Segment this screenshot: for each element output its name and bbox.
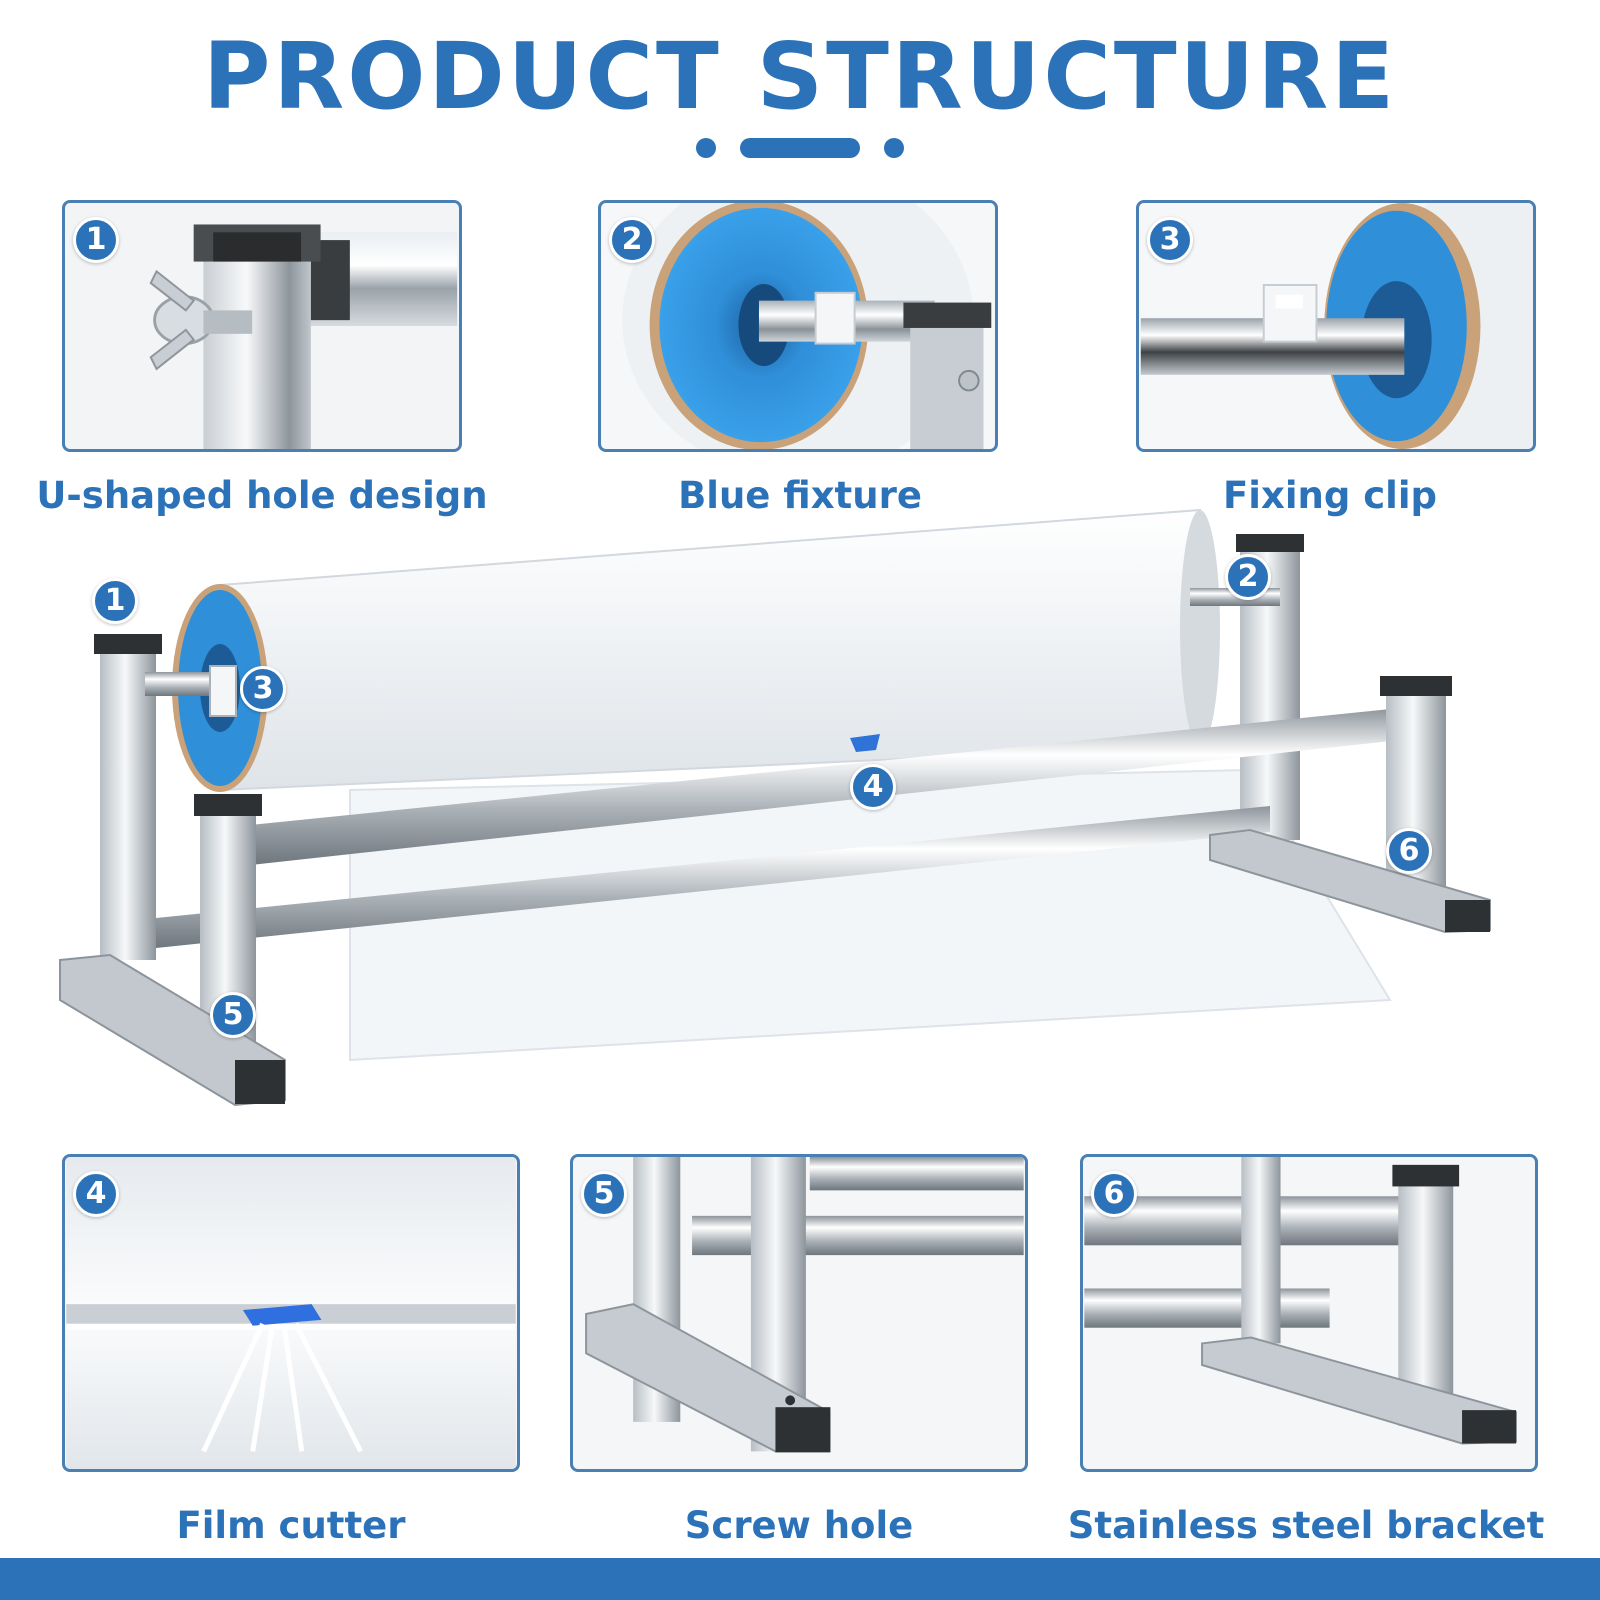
feature-caption-blue-fixture: Blue fixture	[678, 474, 922, 517]
feature-number-badge: 2	[609, 217, 655, 263]
stainless-steel-bracket-photo	[1084, 1157, 1534, 1469]
callout-badge-2: 2	[1225, 554, 1271, 600]
title-decoration-dot-right	[884, 138, 904, 158]
feature-caption-u-shaped-hole: U-shaped hole design	[36, 474, 488, 517]
feature-number-badge: 4	[73, 1171, 119, 1217]
title-decoration-bar	[740, 138, 860, 158]
feature-number-badge: 6	[1091, 1171, 1137, 1217]
film-cutter-photo	[66, 1157, 516, 1469]
feature-caption-screw-hole: Screw hole	[684, 1504, 914, 1547]
feature-panel-stainless-steel-bracket: 6	[1080, 1154, 1538, 1472]
callout-badge-6: 6	[1386, 828, 1432, 874]
feature-caption-stainless-steel-bracket: Stainless steel bracket	[1067, 1504, 1545, 1547]
footer-bar	[0, 1558, 1600, 1600]
page-title: PRODUCT STRUCTURE	[202, 23, 1398, 130]
feature-panel-fixing-clip: 3	[1136, 200, 1536, 452]
u-shaped-hole-photo	[66, 203, 458, 449]
main-product-illustration: 1 2 3 4 5 6	[50, 500, 1550, 1140]
feature-panel-film-cutter: 4	[62, 1154, 520, 1472]
feature-number-badge: 1	[73, 217, 119, 263]
blue-fixture-photo	[602, 203, 994, 449]
callout-badge-4: 4	[850, 764, 896, 810]
fixing-clip-photo	[1140, 203, 1533, 449]
feature-caption-fixing-clip: Fixing clip	[1223, 474, 1437, 517]
feature-panel-screw-hole: 5	[570, 1154, 1028, 1472]
callout-badge-5: 5	[210, 992, 256, 1038]
film-roll-dispenser-drawing	[59, 508, 1491, 1107]
screw-hole-photo	[574, 1157, 1024, 1469]
feature-number-badge: 3	[1147, 217, 1193, 263]
feature-number-badge: 5	[581, 1171, 627, 1217]
callout-badge-1: 1	[92, 578, 138, 624]
feature-panel-u-shaped-hole: 1	[62, 200, 462, 452]
title-decoration-dot-left	[696, 138, 716, 158]
feature-caption-film-cutter: Film cutter	[176, 1504, 406, 1547]
callout-badge-3: 3	[240, 666, 286, 712]
feature-panel-blue-fixture: 2	[598, 200, 998, 452]
